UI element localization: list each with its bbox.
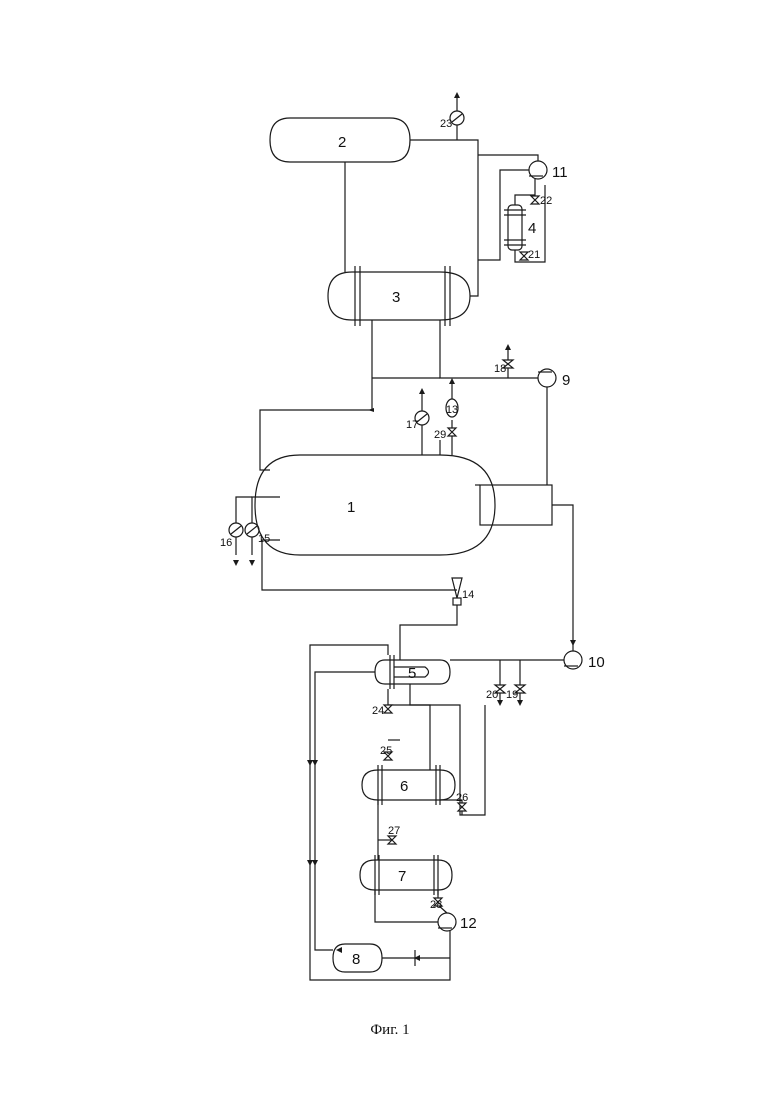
gauge-23: 23 xyxy=(440,111,464,130)
label-10: 10 xyxy=(588,654,605,671)
pump-11: 11 xyxy=(529,161,568,181)
pump-10: 10 xyxy=(564,651,605,671)
label-8: 8 xyxy=(352,951,360,968)
valve-29: 29 xyxy=(434,428,456,441)
flow-arrows xyxy=(233,92,576,961)
exchanger-6: 6 xyxy=(362,765,455,805)
label-4: 4 xyxy=(528,220,536,237)
label-26: 26 xyxy=(456,792,468,804)
label-11: 11 xyxy=(552,164,568,181)
gauge-16: 16 xyxy=(220,523,243,549)
label-23: 23 xyxy=(440,118,452,130)
valve-27: 27 xyxy=(388,825,400,844)
label-12: 12 xyxy=(460,915,477,932)
label-17: 17 xyxy=(406,419,418,431)
figure-caption: Фиг. 1 xyxy=(0,1022,780,1039)
heat-exchanger-4: 4 xyxy=(504,205,536,250)
valve-28: 28 xyxy=(430,898,442,911)
label-14: 14 xyxy=(462,589,474,601)
gauge-15: 15 xyxy=(245,523,270,545)
gauge-17: 17 xyxy=(406,411,429,431)
valve-20: 20 xyxy=(486,685,505,701)
label-18: 18 xyxy=(494,363,506,375)
label-28: 28 xyxy=(430,899,442,911)
label-16: 16 xyxy=(220,537,232,549)
valve-24: 24 xyxy=(372,705,392,717)
label-7: 7 xyxy=(398,868,406,885)
exchanger-5: 5 xyxy=(375,655,450,689)
label-13: 13 xyxy=(446,404,458,416)
valve-18: 18 xyxy=(494,360,513,375)
vessel-2: 2 xyxy=(270,118,410,162)
valve-26: 26 xyxy=(456,792,468,811)
label-25: 25 xyxy=(380,745,392,757)
label-15: 15 xyxy=(258,533,270,545)
valve-22: 22 xyxy=(531,195,552,207)
label-2: 2 xyxy=(338,134,346,151)
label-6: 6 xyxy=(400,778,408,795)
label-19: 19 xyxy=(506,689,518,701)
pump-12: 12 xyxy=(438,913,477,932)
ejector-14: 14 xyxy=(452,578,474,605)
pump-9: 9 xyxy=(538,369,570,389)
valve-19: 19 xyxy=(506,685,525,701)
heat-exchanger-3: 3 xyxy=(328,266,470,326)
label-21: 21 xyxy=(528,249,540,261)
label-1: 1 xyxy=(347,499,355,516)
vessel-1: 1 xyxy=(255,455,552,555)
label-9: 9 xyxy=(562,372,570,389)
exchanger-7: 7 xyxy=(360,855,452,895)
label-29: 29 xyxy=(434,429,446,441)
valve-25: 25 xyxy=(380,745,392,760)
label-24: 24 xyxy=(372,705,384,717)
label-22: 22 xyxy=(540,195,552,207)
tank-13: 13 xyxy=(446,399,458,417)
label-5: 5 xyxy=(408,665,416,682)
label-20: 20 xyxy=(486,689,498,701)
label-27: 27 xyxy=(388,825,400,837)
valve-21: 21 xyxy=(520,249,540,261)
label-3: 3 xyxy=(392,289,400,306)
